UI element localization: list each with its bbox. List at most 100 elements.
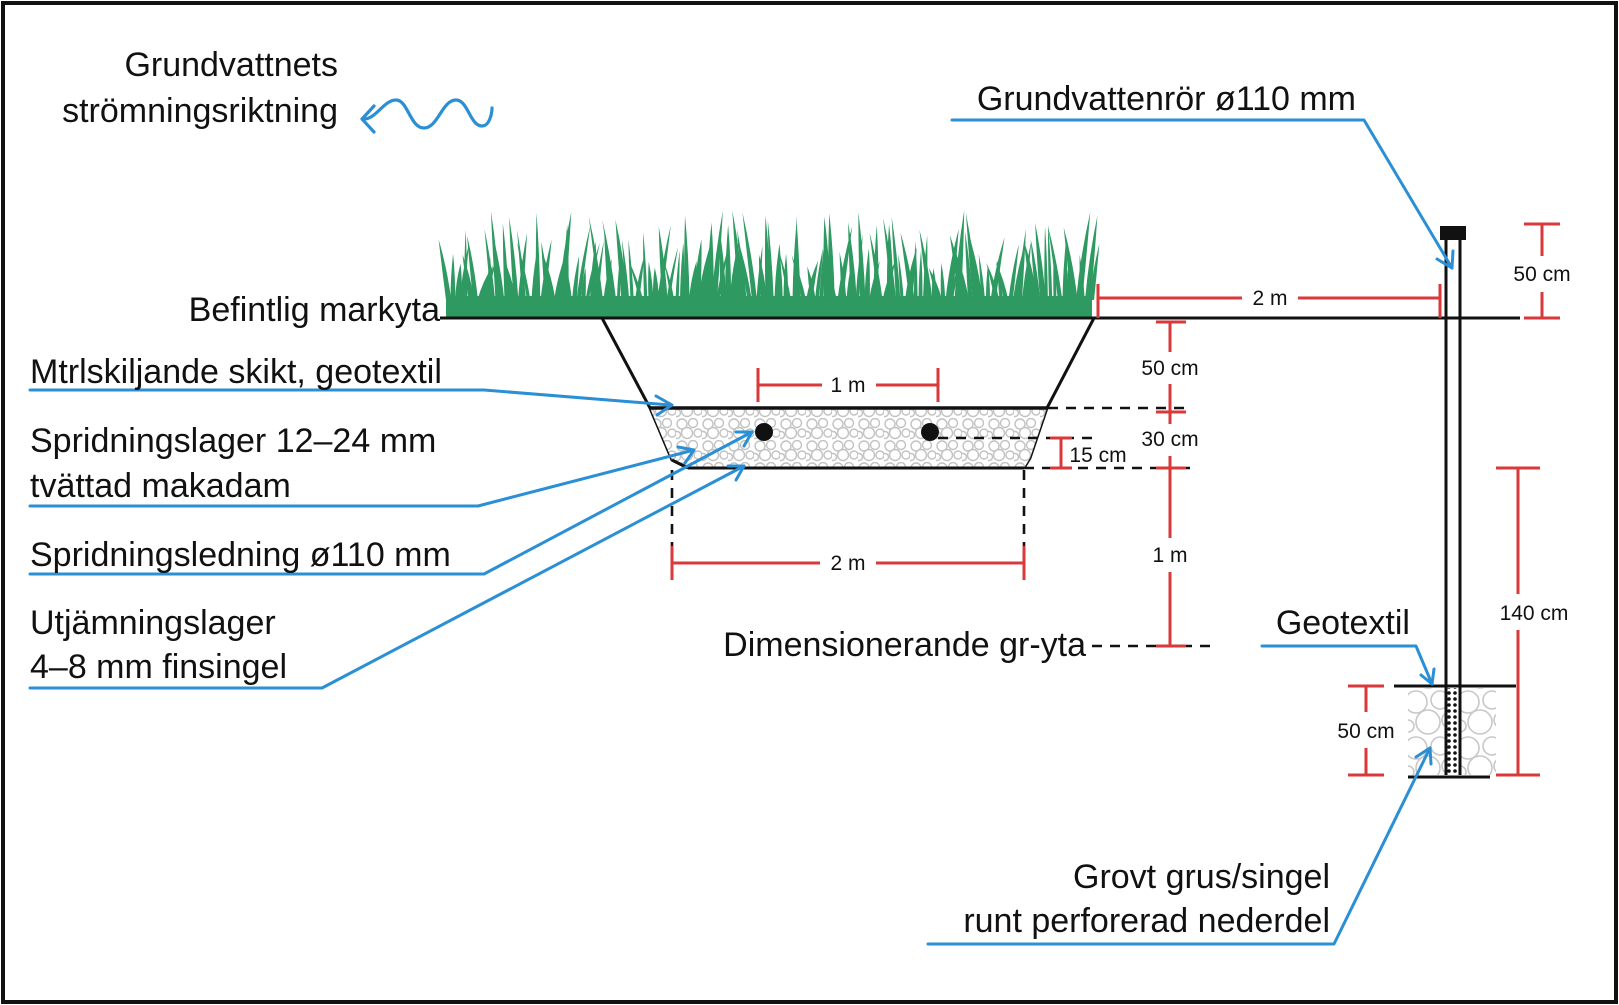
grass-blade (864, 248, 870, 300)
grass-blade (450, 253, 456, 300)
groundwater-pipe (1394, 226, 1516, 779)
grass-blade (898, 253, 904, 300)
dim-distance-to-well: 2 m (1252, 287, 1287, 310)
grass-blade (825, 263, 837, 300)
pipe-cap (1440, 226, 1466, 240)
grass-blade (807, 266, 816, 300)
flow-label-line2: strömningsriktning (62, 92, 338, 130)
grass-blade (839, 251, 847, 300)
dim-bed-width: 2 m (830, 552, 865, 575)
grass-blade (815, 247, 824, 300)
grass-area (438, 210, 1100, 318)
dim-pipe-spacing: 1 m (830, 374, 865, 397)
separating-layer-label: Mtrlskiljande skikt, geotextil (30, 353, 442, 391)
dim-pipe-height: 15 cm (1069, 444, 1126, 467)
grass-blade (621, 239, 630, 300)
grass-blade (1008, 244, 1019, 300)
grass-blade (535, 212, 541, 300)
grass-blade (725, 224, 732, 300)
grass-blade (848, 222, 857, 300)
grass-blade (1062, 239, 1068, 300)
grass-blade (438, 239, 452, 300)
leveling-layer-label-2: 4–8 mm finsingel (30, 648, 287, 686)
grass-blade (542, 254, 556, 300)
grass-blade (1085, 215, 1098, 300)
grass-blade (581, 267, 586, 300)
grass-blade (1079, 254, 1085, 300)
grass-blade (594, 240, 604, 300)
grass-blade (455, 263, 462, 300)
grass-blade (965, 231, 973, 300)
flow-label-line1: Grundvattnets (124, 46, 338, 84)
grass-blade (1076, 211, 1091, 300)
grass-blade (945, 229, 959, 300)
grass-blade (565, 266, 572, 300)
coarse-gravel-pack-left (1408, 688, 1446, 775)
grass-blade (628, 239, 634, 300)
grass-blade (467, 235, 478, 300)
grass-blade (737, 237, 752, 300)
ground-surface-label: Befintlig markyta (189, 291, 440, 329)
grass-blade (516, 241, 531, 300)
grass-blade (967, 228, 983, 300)
grass-blade (1024, 241, 1038, 300)
grass-blade (707, 222, 714, 300)
dim-layer-thickness: 30 cm (1141, 428, 1198, 451)
grass-blade (918, 250, 923, 300)
grass-blade (791, 255, 807, 300)
coarse-gravel-label-2: runt perforerad nederdel (963, 902, 1330, 940)
grass-blade (652, 267, 660, 300)
wavy-arrow-left-icon (360, 98, 494, 134)
grass-blade (628, 260, 644, 300)
grass-blade (767, 219, 774, 300)
grass-blade (648, 261, 654, 300)
grass-blade (1047, 225, 1063, 300)
distribution-layer-label-1: Spridningslager 12–24 mm (30, 422, 436, 460)
grass-blade (954, 250, 969, 300)
grass-blade (986, 262, 1000, 300)
grass-blade (1063, 227, 1078, 300)
grass-blade (900, 232, 915, 300)
grass-blade (1017, 229, 1026, 300)
grass-blade (742, 212, 758, 300)
grass-blade (940, 262, 946, 300)
dim-pipe-below-bed: 140 cm (1500, 602, 1569, 625)
callout-leaders (28, 118, 1455, 946)
grass-blade (1030, 239, 1041, 300)
distribution-pipe-label: Spridningsledning ø110 mm (30, 536, 451, 574)
grass-blade (602, 219, 617, 300)
grass-blade (978, 253, 985, 300)
grass-blade (913, 241, 918, 300)
grass-blade (1047, 224, 1053, 300)
grass-blade (778, 263, 783, 300)
grass-blade (657, 225, 671, 300)
dim-gravel-pack: 50 cm (1337, 720, 1394, 743)
grass-blade (928, 267, 942, 300)
grass-blade (1044, 225, 1048, 300)
grass-blade (806, 260, 819, 300)
grass-blade (680, 242, 685, 300)
grass-blade (664, 263, 675, 300)
groundwater-pipe-label: Grundvattenrör ø110 mm (977, 80, 1356, 118)
grass-blade (675, 250, 680, 300)
perforated-section (1446, 688, 1460, 775)
geotextile-label: Geotextil (1276, 604, 1410, 642)
leveling-layer-label-1: Utjämningslager (30, 604, 276, 642)
distribution-pipe-left (755, 423, 773, 441)
grass-blade (1035, 222, 1046, 300)
design-groundwater-label: Dimensionerande gr-yta (723, 626, 1086, 664)
grass-blade (711, 210, 723, 300)
grass-blade (462, 254, 475, 300)
distribution-pipe-right (921, 423, 939, 441)
grass-blade (985, 264, 991, 300)
grass-blade (891, 216, 901, 300)
grass-blade (693, 239, 702, 300)
dim-cover-depth: 50 cm (1141, 357, 1198, 380)
dim-to-groundwater: 1 m (1152, 544, 1187, 567)
grass-blade (484, 229, 496, 300)
grass-blade (778, 248, 792, 300)
coarse-gravel-label-1: Grovt grus/singel (1073, 858, 1330, 896)
